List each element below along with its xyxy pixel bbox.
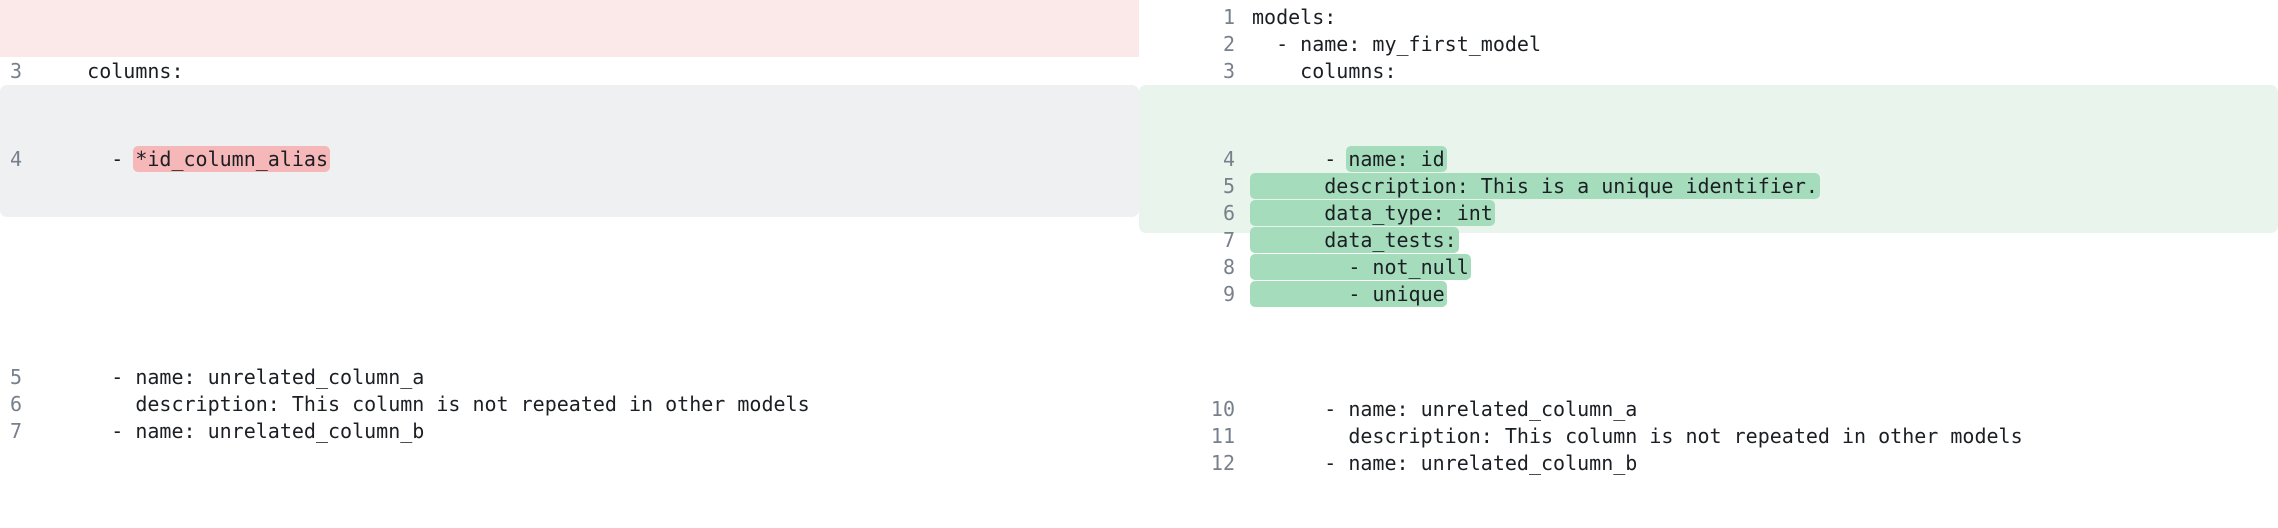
code-line[interactable]: 3 columns:: [1139, 58, 2278, 85]
line-content: - unique: [1235, 281, 2278, 308]
line-content: - name: unrelated_column_a: [39, 365, 425, 389]
code-line-added[interactable]: 5 description: This is a unique identifi…: [1139, 173, 2278, 200]
code-line[interactable]: 6 description: This column is not repeat…: [0, 391, 1139, 418]
line-number: 2: [1222, 32, 1235, 56]
added-token: data_type: int: [1250, 200, 1495, 226]
line-content: columns:: [39, 59, 184, 83]
line-content: - name: unrelated_column_b: [39, 419, 425, 443]
line-number: 3: [1222, 59, 1235, 83]
line-number: 6: [9, 392, 22, 416]
diff-pane-after[interactable]: 1 models: 2 - name: my_first_model 3 col…: [1139, 0, 2278, 528]
line-number: 11: [1210, 424, 1235, 448]
diff-pane-before[interactable]: 1 models: 2 - name: my_first_model 3 col…: [0, 0, 1139, 528]
line-content: - name: my_first_model: [1252, 32, 1541, 56]
code-line[interactable]: 5 - name: unrelated_column_a: [0, 364, 1139, 391]
code-line-removed[interactable]: 4 - *id_column_alias: [0, 146, 1139, 173]
line-number: 4: [9, 147, 22, 171]
code-line[interactable]: 11 description: This column is not repea…: [1139, 423, 2278, 450]
line-content: data_tests:: [1235, 227, 2278, 254]
code-line[interactable]: 10 - name: unrelated_column_a: [1139, 396, 2278, 423]
added-token: name: id: [1346, 146, 1447, 172]
code-line-added[interactable]: 4 - name: id: [1139, 146, 2278, 173]
line-number: 5: [1222, 174, 1235, 198]
code-line[interactable]: 2 - name: my_first_model: [1139, 31, 2278, 58]
line-content: description: This column is not repeated…: [1252, 424, 2023, 448]
code-line-added[interactable]: 7 data_tests:: [1139, 227, 2278, 254]
line-number: 3: [9, 59, 22, 83]
line-number: 4: [1222, 147, 1235, 171]
hunk-spacer: [0, 217, 1139, 364]
line-number: 6: [1222, 201, 1235, 225]
code-line[interactable]: 12 - name: unrelated_column_b: [1139, 450, 2278, 477]
line-number: 7: [1222, 228, 1235, 252]
removed-token: *id_column_alias: [133, 146, 330, 172]
code-line-added[interactable]: 8 - not_null: [1139, 254, 2278, 281]
line-content: data_type: int: [1235, 200, 2278, 227]
code-line[interactable]: 1 models:: [1139, 4, 2278, 31]
line-content: - name: id: [1235, 146, 2278, 173]
line-number: 7: [9, 419, 22, 443]
code-line-added[interactable]: 9 - unique: [1139, 281, 2278, 308]
line-content: description: This is a unique identifier…: [1235, 173, 2278, 200]
line-number: 1: [1222, 5, 1235, 29]
added-token: data_tests:: [1250, 227, 1459, 253]
line-content: columns:: [1252, 59, 1397, 83]
line-number: 10: [1210, 397, 1235, 421]
added-token: - unique: [1250, 281, 1447, 307]
line-content: - name: unrelated_column_b: [1252, 451, 1638, 475]
code-line[interactable]: 7 - name: unrelated_column_b: [0, 418, 1139, 445]
line-indent: -: [39, 147, 136, 171]
line-content: - *id_column_alias: [22, 146, 1139, 173]
added-token: description: This is a unique identifier…: [1250, 173, 1820, 199]
line-number: 8: [1222, 255, 1235, 279]
code-line[interactable]: 3 columns:: [0, 58, 1139, 85]
line-content: description: This column is not repeated…: [39, 392, 810, 416]
line-indent: -: [1252, 147, 1349, 171]
line-number: 9: [1222, 282, 1235, 306]
line-content: - name: unrelated_column_a: [1252, 397, 1638, 421]
line-content: - not_null: [1235, 254, 2278, 281]
line-number: 12: [1210, 451, 1235, 475]
added-token: - not_null: [1250, 254, 1471, 280]
line-number: 5: [9, 365, 22, 389]
code-line-added[interactable]: 6 data_type: int: [1139, 200, 2278, 227]
line-content: models:: [1252, 5, 1337, 29]
